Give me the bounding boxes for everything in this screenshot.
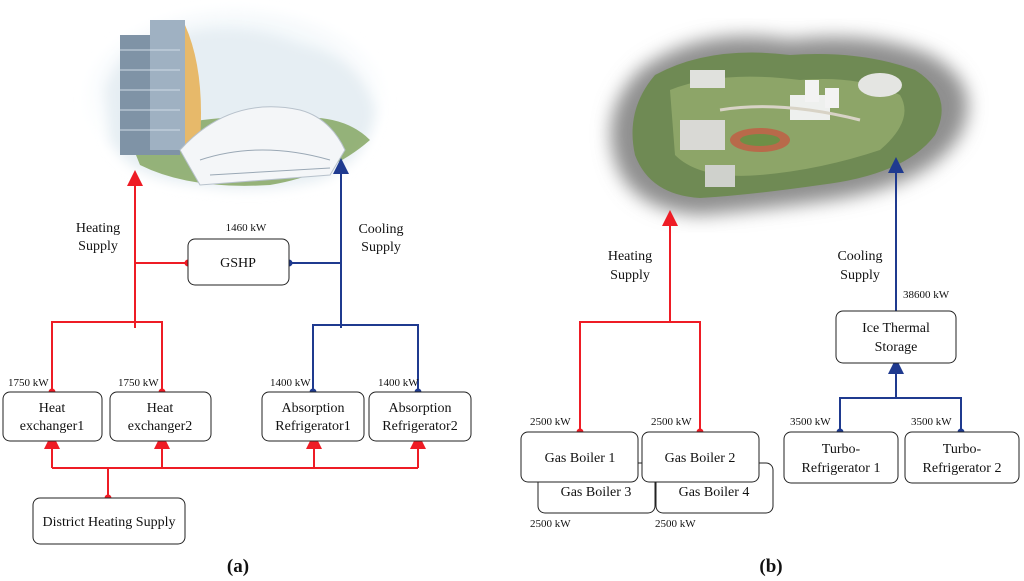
panel-b: Heating Supply Cooling Supply Ice Therma…: [520, 36, 1020, 577]
ice-storage-line2: Storage: [875, 340, 918, 355]
gas-boiler2-label: Gas Boiler 2: [665, 451, 736, 466]
heat-exchanger2-box: Heat exchanger2: [109, 391, 212, 442]
gas-boiler4-capacity: 2500 kW: [655, 518, 696, 530]
turbo2-line1: Turbo-: [943, 442, 982, 457]
turbo1-capacity: 3500 kW: [790, 416, 831, 428]
panel-a-label: (a): [227, 556, 249, 577]
absorption1-line1: Absorption: [282, 401, 345, 416]
gas-boiler1-capacity: 2500 kW: [530, 416, 571, 428]
gas-boiler2-capacity: 2500 kW: [651, 416, 692, 428]
gas-boiler1-label: Gas Boiler 1: [545, 451, 616, 466]
gshp-capacity: 1460 kW: [226, 222, 267, 234]
heat-exchanger2-line1: Heat: [147, 401, 174, 416]
absorption1-line2: Refrigerator1: [275, 419, 350, 434]
absorption1-capacity: 1400 kW: [270, 377, 311, 389]
panel-b-label: (b): [759, 556, 782, 577]
heat-exchanger1-capacity: 1750 kW: [8, 377, 49, 389]
gas-boiler1-box: Gas Boiler 1: [520, 431, 639, 483]
cooling-supply-label-a-2: Supply: [361, 240, 401, 255]
absorption2-line2: Refrigerator2: [382, 419, 457, 434]
cooling-supply-label-a-1: Cooling: [358, 222, 403, 237]
campus-aerial-image: [610, 36, 968, 215]
heat-exchanger2-line2: exchanger2: [128, 419, 193, 434]
heating-supply-label-b-2: Supply: [610, 268, 650, 283]
gas-boiler2-box: Gas Boiler 2: [641, 431, 760, 483]
cooling-supply-label-b-1: Cooling: [837, 249, 882, 264]
turbo2-capacity: 3500 kW: [911, 416, 952, 428]
heat-exchanger1-box: Heat exchanger1: [2, 391, 103, 442]
turbo-refrigerator2-box: Turbo- Refrigerator 2: [904, 431, 1020, 484]
turbo-refrigerator1-box: Turbo- Refrigerator 1: [783, 431, 899, 484]
turbo1-line1: Turbo-: [822, 442, 861, 457]
ice-storage-capacity: 38600 kW: [903, 289, 950, 301]
ice-storage-line1: Ice Thermal: [862, 321, 930, 336]
gshp-box: GSHP: [187, 238, 290, 286]
district-heating-label: District Heating Supply: [43, 515, 176, 530]
heating-supply-label-b-1: Heating: [608, 249, 652, 264]
turbo2-line2: Refrigerator 2: [923, 461, 1002, 476]
gas-boiler4-label: Gas Boiler 4: [679, 485, 750, 500]
cooling-supply-label-b-2: Supply: [840, 268, 880, 283]
tall-building-image: [85, 10, 385, 190]
heating-supply-label-a-1: Heating: [76, 221, 120, 236]
gas-boiler3-label: Gas Boiler 3: [561, 485, 632, 500]
heat-exchanger1-line2: exchanger1: [20, 419, 85, 434]
panel-a: Heating Supply Cooling Supply GSHP 1460 …: [2, 10, 472, 577]
ice-thermal-storage-box: Ice Thermal Storage: [835, 310, 957, 364]
absorption-refrigerator2-box: Absorption Refrigerator2: [368, 391, 472, 442]
heating-supply-label-a-2: Supply: [78, 239, 118, 254]
cooling-network-a: [285, 158, 422, 396]
heat-exchanger1-line1: Heat: [39, 401, 66, 416]
absorption-refrigerator1-box: Absorption Refrigerator1: [261, 391, 365, 442]
district-heating-box: District Heating Supply: [32, 497, 186, 545]
absorption2-line1: Absorption: [389, 401, 452, 416]
turbo1-line2: Refrigerator 1: [802, 461, 881, 476]
absorption2-capacity: 1400 kW: [378, 377, 419, 389]
gas-boiler3-capacity: 2500 kW: [530, 518, 571, 530]
heat-exchanger2-capacity: 1750 kW: [118, 377, 159, 389]
gshp-label: GSHP: [220, 256, 256, 271]
